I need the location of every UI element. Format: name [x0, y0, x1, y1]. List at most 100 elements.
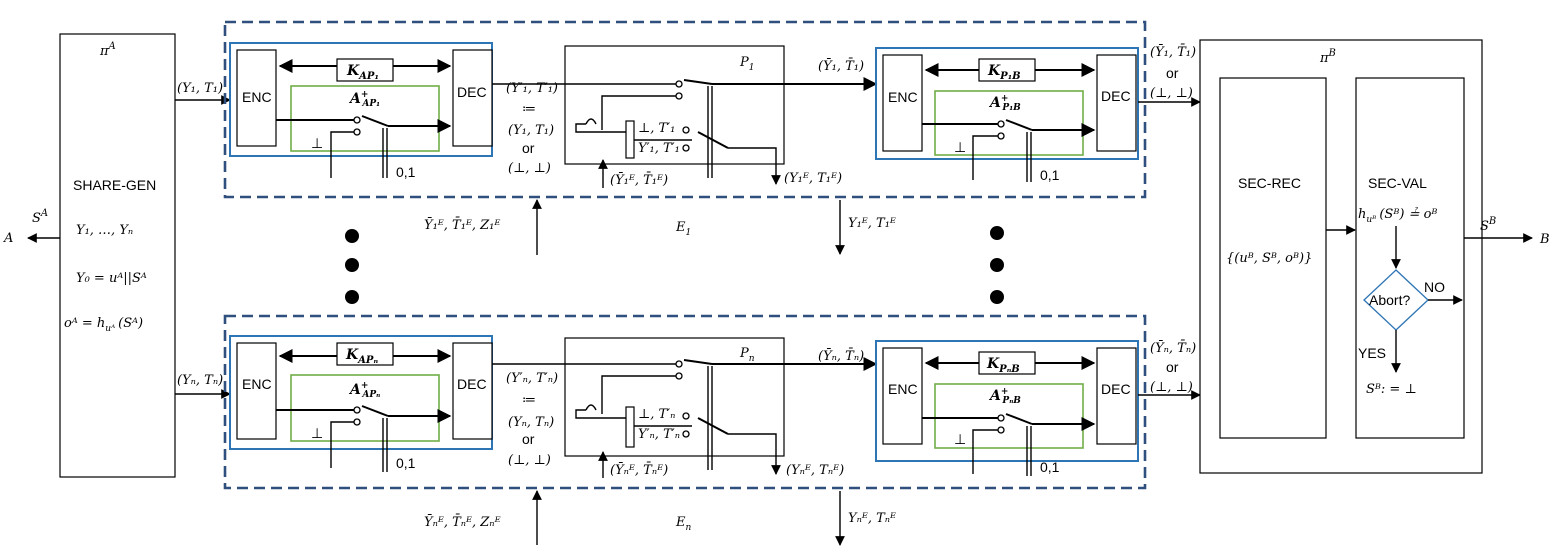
party-b-block: πB SEC-REC {(uᴮ, Sᴮ, oᴮ)} SEC-VAL huᴮ(Sᴮ…: [1199, 39, 1483, 474]
p1-cross-wire: [575, 123, 626, 133]
p1-out-bar-label: (Ȳ₁, T̄₁): [818, 58, 864, 74]
p1-inner-feed: [601, 95, 676, 130]
sec-val-box: [1355, 77, 1465, 439]
p1-sw-bot-label: Y′₁, T′₁: [638, 141, 680, 156]
key-label-n: KAPₙ: [345, 347, 378, 366]
switch-arm: [361, 115, 389, 127]
switch-contact-top: [353, 116, 361, 124]
envn-output-label: Yₙᴱ, Tₙᴱ: [848, 511, 896, 526]
adversary-label: A+AP₁: [348, 90, 380, 109]
control-bits-nb: 0,1: [1040, 459, 1060, 475]
rown-to-b-or: or: [1166, 359, 1179, 375]
p1-sw2-arm: [697, 131, 729, 149]
svg-text:πB: πB: [1319, 48, 1336, 66]
abort-label: Abort?: [1369, 292, 1410, 308]
party-pn-label: Pn: [739, 346, 755, 364]
relay-orig-label: (Y₁, T₁): [508, 123, 554, 138]
pn-switch-top: [675, 360, 683, 368]
sec-val-label: SEC-VAL: [1368, 175, 1427, 191]
enc-label-b: ENC: [888, 89, 918, 105]
svg-text:πA: πA: [99, 41, 116, 59]
bot-label-n: ⊥: [311, 425, 323, 441]
enc-box-a-p1: [236, 49, 277, 147]
pn-sw2-top: [682, 412, 690, 420]
pn-sw-top: ⊥, T′ₙ: [638, 407, 675, 422]
pn-out-e-arrow: [728, 433, 781, 475]
switch-n-top: [353, 406, 361, 414]
envn-name: En: [675, 515, 692, 533]
dec-box-a-pn: [452, 342, 493, 440]
key-box-a-pn: [336, 342, 394, 366]
enc-label-nb: ENC: [888, 381, 918, 397]
pn-wire-hop: [585, 404, 597, 411]
relay-prime-label: (Y′₁, T′₁): [506, 81, 558, 96]
p1-sw-top-label: ⊥, T′₁: [638, 121, 675, 136]
enc-label-n: ENC: [242, 376, 272, 392]
switch-b-bot: [997, 132, 1005, 140]
relay-p1: (Y′₁, T′₁) ≔ (Y₁, T₁) or (⊥, ⊥) P1 ⊥, T′…: [492, 45, 878, 188]
bot-wire-b: [972, 135, 998, 180]
enc-label: ENC: [242, 89, 272, 105]
party-a-name: A: [3, 231, 13, 246]
p1-out-e-arrow: [728, 147, 781, 185]
key-label-nb: KPₙB: [986, 356, 1020, 375]
channel-p1-b: ENC DEC KP₁B A+P₁B ⊥ 0,1: [875, 47, 1139, 183]
relay-n-orig: (Yₙ, Tₙ): [508, 415, 554, 430]
env1-output-label: Y₁ᴱ, T₁ᴱ: [848, 216, 896, 231]
bot-label-b: ⊥: [954, 139, 966, 155]
key-label: KAP₁: [346, 63, 379, 82]
ellipsis-dot-left-2: [345, 258, 359, 272]
sec-rec-box: [1219, 77, 1327, 439]
no-label: NO: [1424, 279, 1445, 295]
bot-label-nb: ⊥: [954, 431, 966, 447]
ellipsis-dot-right-3: [990, 290, 1004, 304]
bot-wire-nb: [972, 429, 998, 474]
ellipsis-dot-right-1: [990, 226, 1004, 240]
row1-to-b-or: or: [1166, 65, 1179, 81]
enc-box-a-pn: [236, 342, 277, 440]
dec-label-n: DEC: [457, 376, 487, 392]
dec-box-p1-b: [1096, 54, 1137, 152]
channel-pn-b-frame: [875, 340, 1139, 462]
ellipsis-dot-left-3: [345, 290, 359, 304]
sec-rec-set: {(uᴮ, Sᴮ, oᴮ)}: [1226, 251, 1312, 266]
sec-rec-label: SEC-REC: [1238, 175, 1301, 191]
shares-list: Y₁, …, Yₙ: [76, 223, 133, 238]
switch-n-bot: [353, 418, 361, 426]
party-a-block: πA SHARE-GEN Y₁, …, Yₙ Y₀ = uᴬ||Sᴬ oᴬ = …: [59, 33, 176, 478]
key-label-b: KP₁B: [987, 63, 1021, 82]
adversary-box-a-pn: [290, 374, 440, 442]
sec-val-check: huᴮ(Sᴮ) ≟ oᴮ: [1358, 206, 1437, 225]
adversary-label-nb: A+PₙB: [988, 387, 1021, 406]
pn-inner-feed: [601, 375, 676, 414]
row1-to-b-top: (Ȳ₁, T̄₁): [1150, 44, 1196, 60]
abort-result: Sᴮ: = ⊥: [1366, 382, 1417, 397]
dec-box-pn-b: [1096, 347, 1137, 445]
switch-b-top: [997, 120, 1005, 128]
ellipsis-dot-right-2: [990, 258, 1004, 272]
party-b-name: B: [1539, 232, 1550, 247]
p1-switch-top-contact: [675, 80, 683, 88]
p1-sw2-bot: [682, 144, 690, 152]
pi-b-sup: B: [1328, 48, 1336, 59]
wire-crossing-hop: [585, 118, 597, 125]
y0-equation: Y₀ = uᴬ||Sᴬ: [76, 271, 147, 286]
p1-bus-bar: [625, 120, 635, 159]
pn-out-bar-label: (Ȳₙ, T̄ₙ): [818, 348, 864, 364]
env1-input-label: Ȳ₁ᴱ, T̄₁ᴱ, Z₁ᴱ: [424, 217, 500, 233]
control-bits-label: 0,1: [396, 164, 416, 180]
pn-bus-bar: [625, 406, 635, 448]
enc-box-pn-b: [882, 347, 923, 445]
relay-pn: (Y′ₙ, T′ₙ) ≔ (Yₙ, Tₙ) or (⊥, ⊥) Pn ⊥, T′…: [492, 337, 878, 478]
p1-in-e-label: (Ȳ₁ᴱ, T̄₁ᴱ): [610, 172, 668, 188]
pn-sw2-arm: [697, 417, 729, 435]
bot-label: ⊥: [311, 135, 323, 151]
switch-nb-top: [997, 414, 1005, 422]
pi-a-sup: A: [108, 41, 116, 52]
adversary-box-a-p1: [290, 85, 440, 152]
party-a-box: [59, 33, 176, 478]
env1-name: E1: [675, 220, 691, 238]
share-gen-label: SHARE-GEN: [73, 177, 156, 193]
dec-label-nb: DEC: [1101, 381, 1131, 397]
